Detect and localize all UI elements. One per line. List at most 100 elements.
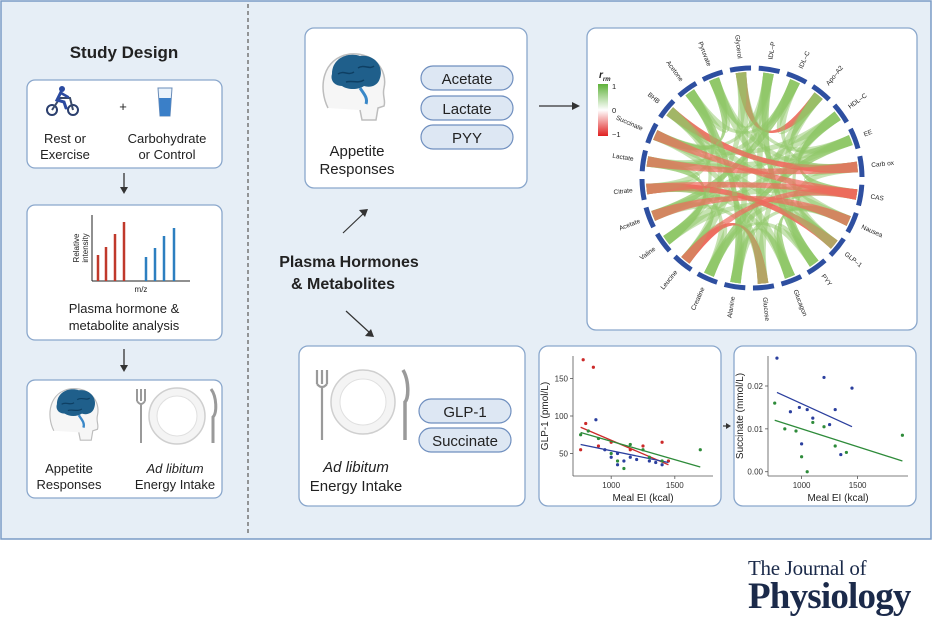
- spectrum-ylabel-1: Relative: [72, 233, 81, 262]
- point-s1-3: [805, 470, 809, 474]
- head-brain-icon: [49, 388, 99, 441]
- point-s1-0: [773, 401, 777, 405]
- chord-link-2: [730, 72, 749, 284]
- fit-line-s0: [580, 426, 669, 466]
- outcome-intake-italic: Ad libitum: [145, 461, 203, 476]
- outcome-appetite-1: Appetite: [45, 461, 93, 476]
- point-s1-2: [609, 455, 613, 459]
- x-tick-label-1: 1500: [666, 481, 684, 490]
- chord-link-41: [730, 205, 851, 284]
- chord-label-5: EE: [863, 129, 874, 139]
- point-s2-9: [698, 448, 702, 452]
- journal-name-line1: The Journal of: [748, 556, 867, 580]
- svg-text:Lactate: Lactate: [442, 101, 491, 118]
- study-design-title: Study Design: [70, 43, 179, 62]
- point-s1-5: [628, 455, 632, 459]
- carb-control-line2: or Control: [138, 147, 195, 162]
- point-s2-5: [628, 442, 632, 447]
- y-tick-label-1: 0.01: [747, 425, 763, 434]
- point-s1-1: [783, 427, 787, 431]
- pill-glp1: GLP-1: [418, 398, 512, 424]
- point-s0-1: [788, 410, 793, 414]
- flow-arrow-1: [120, 173, 128, 194]
- chord-link-49: [663, 72, 747, 245]
- chord-segment-8: [845, 212, 859, 234]
- svg-text:Succinate: Succinate: [432, 433, 498, 450]
- point-s2-10: [622, 466, 626, 471]
- exercise-bike-icon: [46, 86, 79, 116]
- chord-link-35: [646, 183, 795, 279]
- y-tick-label-1: 100: [555, 412, 569, 421]
- chord-segment-18: [639, 178, 647, 201]
- chord-segment-16: [655, 232, 672, 253]
- center-label-line2: & Metabolites: [291, 276, 395, 293]
- chord-diagram-box: [586, 27, 918, 331]
- chord-link-29: [792, 111, 841, 249]
- point-s1-2: [794, 429, 798, 433]
- point-s0-8: [660, 440, 664, 444]
- spectrum-xlabel: m/z: [135, 285, 148, 294]
- arrow-to-chord: [539, 102, 580, 110]
- point-s0-5: [822, 375, 826, 380]
- chord-segment-17: [643, 206, 656, 229]
- point-s0-3: [805, 407, 809, 412]
- chord-segment-20: [645, 122, 659, 144]
- y-tick-label-2: 0.02: [747, 382, 763, 391]
- chord-segment-3: [811, 84, 831, 102]
- legend-tick-bottom: −1: [612, 130, 621, 139]
- chord-segment-22: [677, 81, 698, 98]
- y-tick-label-2: 150: [555, 375, 569, 384]
- point-s0-8: [839, 452, 843, 457]
- chord-link-26: [666, 107, 851, 226]
- point-s0-3: [579, 448, 583, 452]
- center-label-line1: Plasma Hormones: [279, 254, 419, 271]
- flow-arrow-2: [120, 349, 128, 372]
- chord-segment-2: [786, 71, 808, 85]
- point-s1-8: [900, 433, 905, 437]
- chord-segment-5: [848, 127, 861, 150]
- chord-segment-1: [758, 65, 781, 74]
- chord-segment-10: [806, 258, 827, 275]
- chord-link-25: [663, 201, 851, 245]
- legend-tick-mid: 0: [612, 106, 616, 115]
- chord-label-1: IDL–P: [768, 41, 778, 60]
- outcome-appetite-2: Responses: [36, 477, 102, 492]
- analysis-caption-1: Plasma hormone &: [69, 301, 180, 316]
- design-box-protocol: [26, 79, 223, 169]
- pill-acetate: Acetate: [420, 65, 514, 91]
- plus-sign: +: [119, 99, 127, 114]
- chord-segment-13: [723, 282, 746, 291]
- chord-label-0: Glycerol: [733, 35, 743, 60]
- point-s0-4: [811, 416, 815, 420]
- y-axis-label: Succinate (mmol/L): [735, 373, 746, 459]
- chord-segment-0: [729, 65, 752, 73]
- svg-text:Acetate: Acetate: [442, 71, 493, 88]
- chord-segment-11: [780, 274, 803, 287]
- chord-label-19: Lactate: [612, 153, 635, 163]
- svg-text:GLP-1: GLP-1: [443, 404, 486, 421]
- chord-label-13: Alanine: [727, 296, 737, 319]
- chord-segment-19: [639, 149, 648, 172]
- chord-link-61: [653, 111, 841, 155]
- chord-segment-14: [696, 271, 718, 285]
- chord-segment-12: [752, 283, 775, 291]
- water-glass-icon: [157, 87, 173, 117]
- intake-label-italic: Ad libitum: [322, 459, 389, 476]
- glp1-chart-box: [538, 345, 722, 507]
- point-s1-4: [811, 420, 815, 425]
- pill-pyy: PYY: [420, 124, 514, 150]
- point-s2-1: [586, 429, 590, 433]
- rest-exercise-line1: Rest or: [44, 131, 87, 146]
- chord-link-65: [663, 107, 712, 245]
- y-tick-label-0: 0.00: [747, 468, 763, 477]
- point-s0-2: [797, 405, 801, 410]
- intake-plate-cutlery-icon: [315, 369, 410, 440]
- point-s0-1: [591, 365, 595, 369]
- chord-link-75: [646, 156, 858, 175]
- spectrum-ylabel-2: intensity: [81, 233, 90, 262]
- point-s1-0: [594, 418, 598, 422]
- chord-link-70: [709, 72, 774, 128]
- chord-link-71: [709, 77, 858, 173]
- point-s2-4: [615, 459, 620, 463]
